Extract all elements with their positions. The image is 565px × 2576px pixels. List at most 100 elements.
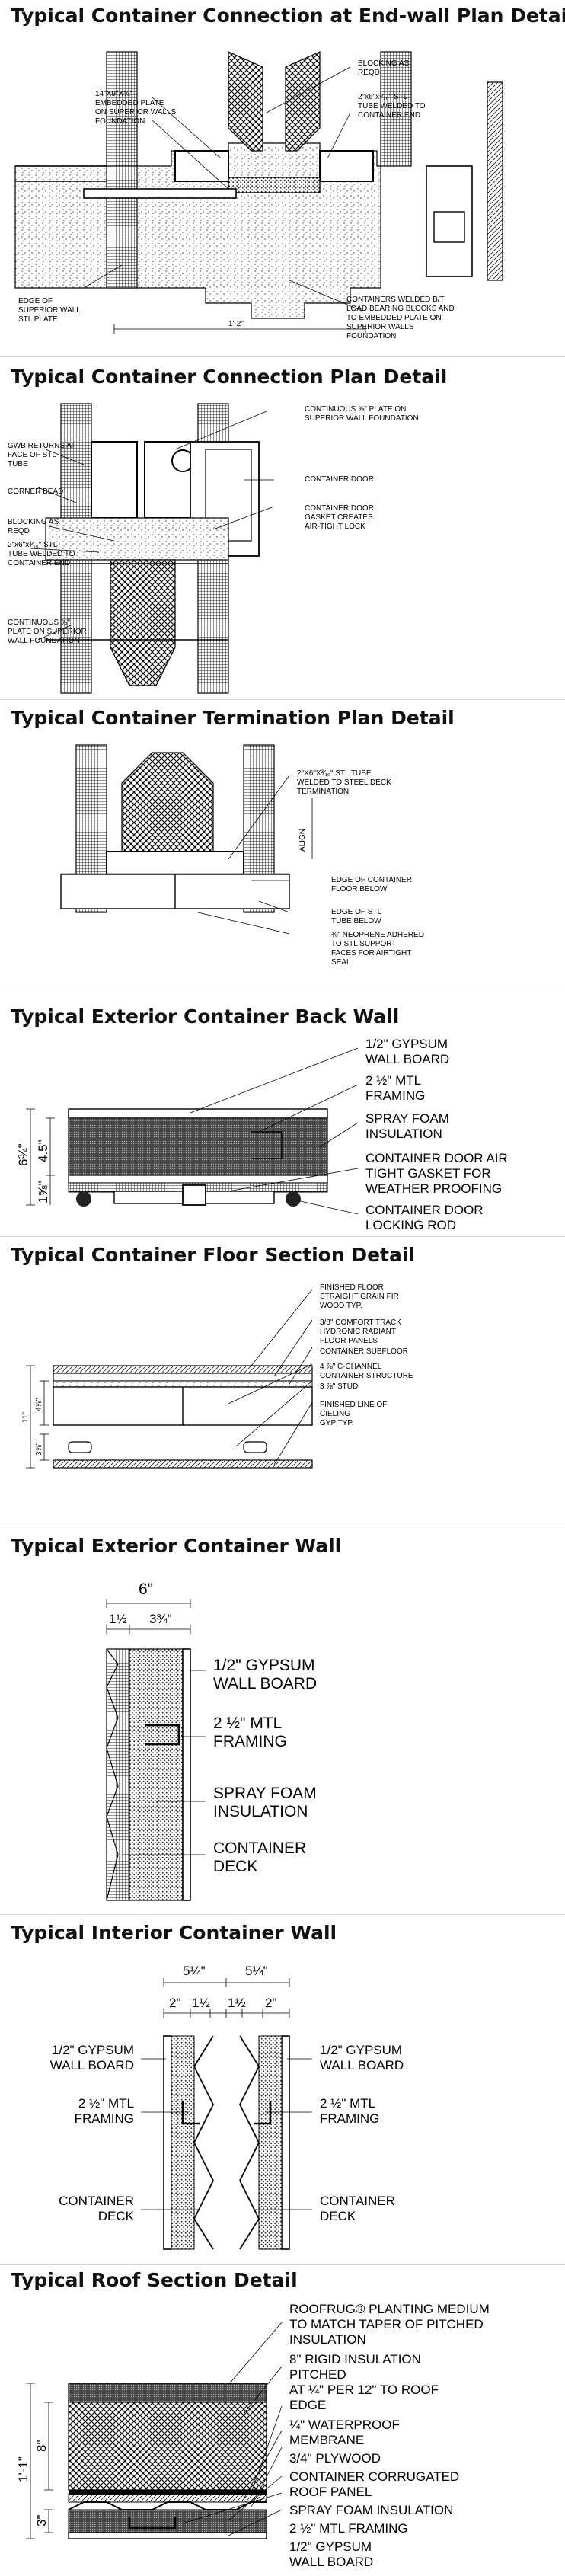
detail-title: Typical Container Connection Plan Detail [11, 366, 448, 388]
steel-tube-left [174, 150, 229, 182]
detail-exterior-back-wall: Typical Exterior Container Back Wall 6¾"… [0, 990, 565, 1238]
callout-label: FOUNDATION [346, 332, 396, 340]
callout-label: 2 ½" MTL FRAMING [289, 2521, 408, 2536]
divider [0, 699, 565, 700]
callout-label: 3⅞" [35, 1442, 43, 1456]
callout-label: EMBEDDED PLATE [95, 99, 164, 107]
spray-foam-insulation [129, 1648, 184, 1901]
callout-label: WEATHER PROOFING [365, 1181, 502, 1196]
callout-label: BLOCKING AS [8, 518, 59, 526]
callout-label: CONTAINER END [8, 559, 70, 567]
callout-label: HYDRONIC RADIANT [320, 1328, 396, 1336]
callout-label: ALIGN [298, 829, 307, 852]
callout-label: 1'-2" [228, 320, 244, 328]
callout-label: 6" [139, 1580, 153, 1598]
divider [0, 356, 565, 357]
callout-label: FACES FOR AIRTIGHT [331, 949, 411, 957]
callout-label: TERMINATION [297, 788, 349, 796]
callout-label: SEAL [331, 958, 351, 967]
callout-label: CONTAINER [213, 1839, 306, 1857]
callout-label: 14"X9"X⅝" [95, 90, 132, 98]
callout-label: FOUNDATION [95, 117, 145, 126]
callout-label: GASKET CREATES [305, 513, 373, 522]
callout-label: FRAMING [213, 1733, 287, 1750]
callout-label: CONTAINER [320, 2194, 395, 2208]
callout-label: 2"X6"X³⁄₁₆" STL TUBE [297, 769, 372, 778]
container-deck-right [238, 2035, 260, 2250]
callout-label: WALL BOARD [320, 2058, 404, 2073]
connection-plan-drawing: CONTINUOUS ⅝" PLATE ON SUPERIOR WALL FOU… [8, 403, 419, 694]
callout-label: WELDED TO STEEL DECK [297, 778, 391, 787]
callout-label: 2 ½" MTL [213, 1715, 282, 1732]
callout-label: TIGHT GASKET FOR [365, 1166, 491, 1181]
callout-label: 11" [21, 1412, 30, 1423]
callout-label: CONTAINER DOOR [305, 475, 374, 484]
callout-label: 3 ⅞" STUD [320, 1382, 358, 1391]
callout-label: CONTINUOUS ⅝" [8, 618, 70, 627]
callout-label: 1½ [228, 1996, 246, 2010]
callout-label: 2" [265, 1996, 277, 2010]
callout-label: ¼" WATERPROOF [289, 2418, 400, 2432]
rigid-insulation [68, 2402, 267, 2491]
callout-label: LOAD BEARING BLOCKS AND [346, 305, 455, 313]
callout-label: 6¾" [16, 1143, 30, 1166]
callout-label: DECK [98, 2209, 135, 2223]
callout-label: PLATE ON SUPERIOR [8, 628, 87, 636]
divider [0, 2264, 565, 2265]
container-deck [106, 1648, 130, 1901]
callout-label: EDGE OF CONTAINER [331, 876, 412, 884]
divider [0, 1914, 565, 1915]
callout-label: 5¼" [183, 1964, 206, 1978]
callout-label: STRAIGHT GRAIN FIR [320, 1293, 399, 1301]
callout-label: 1'-1" [16, 2456, 30, 2482]
callout-label: FLOOR BELOW [331, 885, 388, 893]
callout-label: ROOF PANEL [289, 2485, 372, 2499]
floor-section-drawing: 11" 4⅞" 3⅞" FINISHED FLOOR STRAIGHT GRAI… [21, 1283, 413, 1469]
callout-label: CONTAINER CORRUGATED [289, 2469, 459, 2484]
callout-label: 1/2" GYPSUM [213, 1657, 315, 1674]
detail-roof-section: Typical Roof Section Detail 1'-1" 8" 3" … [0, 2266, 565, 2576]
callout-label: 2 ½" MTL [365, 1073, 421, 1088]
detail-title: Typical Container Connection at End-wall… [11, 5, 565, 27]
callout-label: GWB RETURNS AT [8, 442, 75, 450]
stud-right [243, 1441, 267, 1453]
detail-exterior-wall: Typical Exterior Container Wall 6" 1½ 3¾… [0, 1527, 565, 1916]
blocking-chevron-right [285, 51, 321, 152]
callout-label: BLOCKING AS [358, 59, 410, 68]
callout-label: WALL BOARD [50, 2058, 134, 2073]
callout-label: 3/8" COMFORT TRACK [320, 1318, 401, 1327]
right-wall-insulation [380, 51, 412, 167]
callout-label: WALL BOARD [213, 1675, 317, 1692]
callout-label: ROOFRUG® PLANTING MEDIUM [289, 2302, 490, 2316]
container-deck-left [193, 2035, 215, 2250]
locking-rod-right [286, 1191, 301, 1207]
detail-connection-plan: Typical Container Connection Plan Detail… [0, 358, 565, 701]
finished-floor [53, 1365, 313, 1374]
callout-label: CONTAINER DOOR [305, 504, 374, 513]
callout-label: EDGE OF [18, 297, 53, 305]
callout-label: CONTAINER DOOR [365, 1203, 484, 1217]
left-wall-lower [106, 165, 138, 289]
callout-label: TO EMBEDDED PLATE ON [346, 314, 442, 322]
callout-label: 1½ [192, 1996, 210, 2010]
detail-title: Typical Container Floor Section Detail [11, 1244, 415, 1266]
callout-label: EDGE [289, 2398, 326, 2412]
callout-label: FRAMING [365, 1088, 425, 1103]
embedded-plate [83, 188, 237, 199]
termination-plan-drawing: 2"X6"X³⁄₁₆" STL TUBE WELDED TO STEEL DEC… [60, 744, 424, 967]
callout-label: DECK [213, 1858, 257, 1875]
callout-label: DECK [320, 2209, 356, 2223]
callout-label: INSULATION [289, 2332, 366, 2347]
spray-foam-insulation [68, 1117, 328, 1176]
exterior-back-wall-drawing: 6¾" 4.5" 1⅝" 1/2" GYPSUM WALL BOARD 2 ½"… [16, 1037, 508, 1232]
callout-label: LOCKING ROD [365, 1218, 456, 1232]
callout-label: 2"x6"x³⁄₁₆" STL [358, 93, 408, 101]
detail-floor-section: Typical Container Floor Section Detail 1… [0, 1238, 565, 1527]
callout-label: CONTAINERS WELDED B/T [346, 296, 445, 304]
locking-rod-left [76, 1191, 91, 1207]
callout-label: TUBE [8, 460, 28, 468]
callout-label: CONTAINER DOOR AIR [365, 1151, 508, 1165]
callout-label: 5¼" [245, 1964, 268, 1978]
interior-wall-drawing: 5¼" 5¼" 2" 1½ 1½ 2" 1/2" GYPSUM WALL BOA… [50, 1964, 404, 2250]
callout-label: SUPERIOR WALLS [346, 323, 414, 331]
